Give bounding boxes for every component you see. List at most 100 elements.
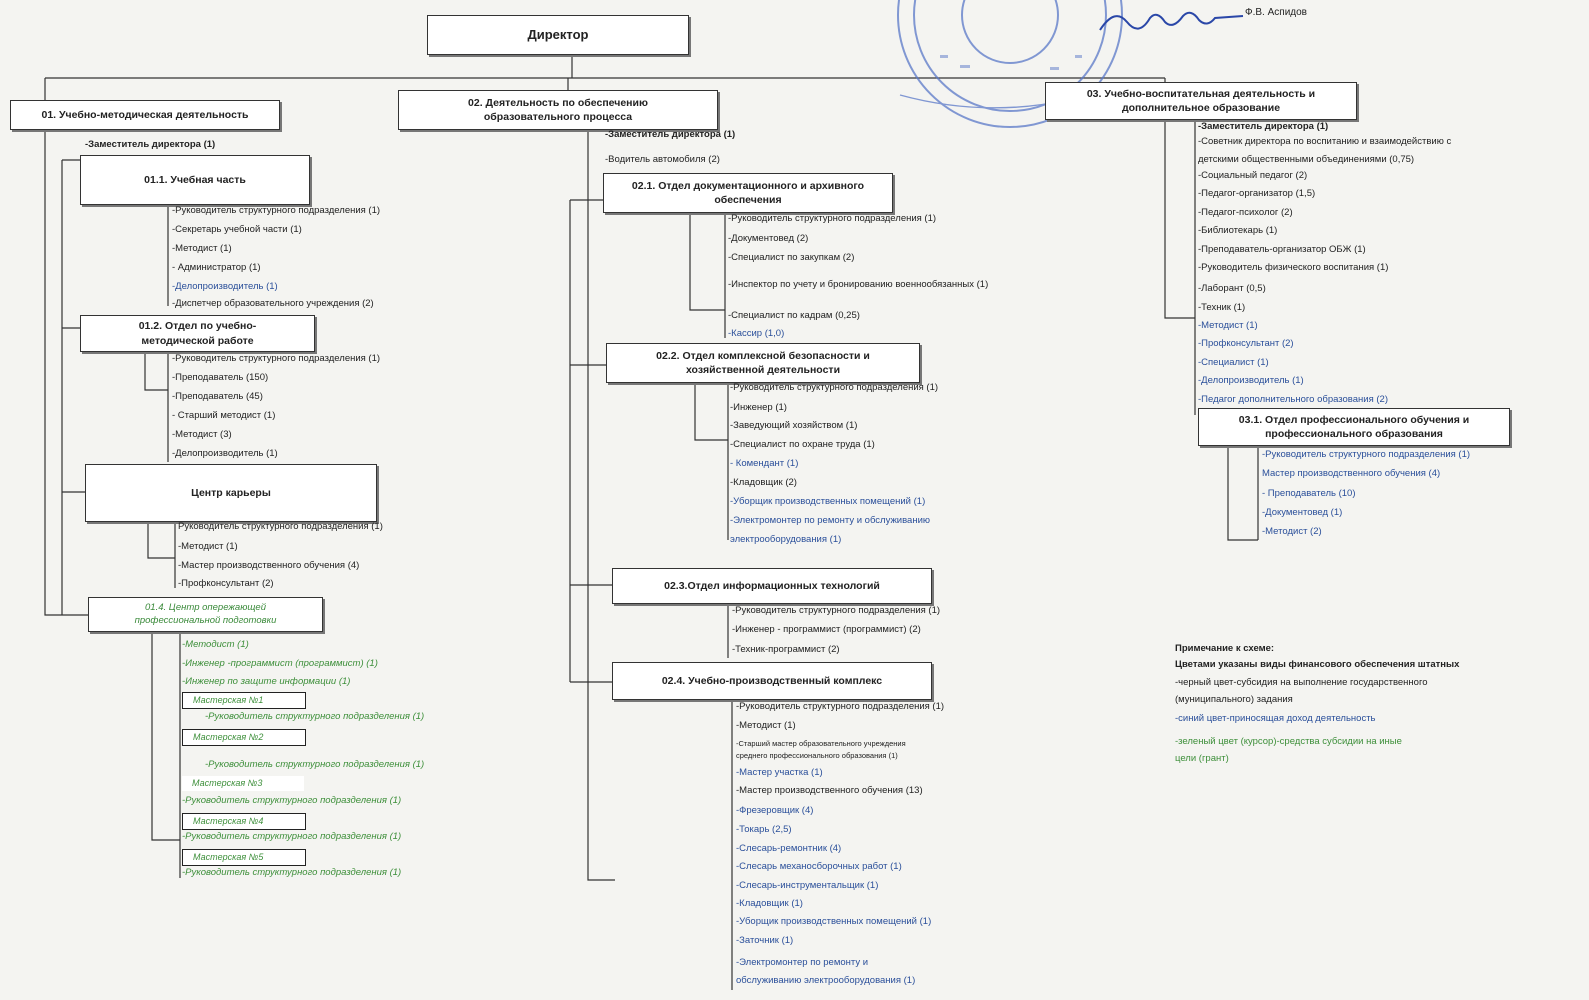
unit-01-2-box: 01.2. Отдел по учебно-методической работ… [80, 315, 315, 352]
unit-02-4-box: 02.4. Учебно-производственный комплекс [612, 662, 932, 700]
dept02-title: 02. Деятельность по обеспечению образова… [468, 96, 648, 123]
workshop-box: Мастерская №3 [182, 776, 304, 791]
list-item: -Инженер по защите информации (1) [182, 676, 351, 687]
signer-name: Ф.В. Аспидов [1245, 7, 1307, 18]
list-item: -Токарь (2,5) [736, 824, 792, 835]
list-item: -Уборщик производственных помещений (1) [730, 496, 926, 507]
list-item: -Делопроизводитель (1) [172, 448, 278, 459]
list-item: -Библиотекарь (1) [1198, 225, 1278, 236]
list-item: -Фрезеровщик (4) [736, 805, 814, 816]
list-item: -Преподаватель (150) [172, 372, 269, 383]
list-item: -Слесарь-ремонтник (4) [736, 843, 842, 854]
workshop-box: Мастерская №4 [182, 813, 306, 830]
unit-01-2-title: 01.2. Отдел по учебно-методической работ… [138, 320, 257, 347]
unit-02-2-box: 02.2. Отдел комплексной безопасности и х… [606, 343, 920, 383]
workshop-head: -Руководитель структурного подразделения… [182, 867, 402, 878]
dept01-title: 01. Учебно-методическая деятельность [41, 108, 249, 121]
list-item: -Профконсультант (2) [1198, 338, 1294, 349]
unit-01-1-box: 01.1. Учебная часть [80, 155, 310, 205]
note-green-line1: -зеленый цвет (курсор)-средства субсидии… [1175, 736, 1402, 747]
list-item: -Электромонтер по ремонту и обслуживанию [730, 515, 931, 526]
list-item: -Педагог дополнительного образования (2) [1198, 394, 1388, 405]
unit-02-4-title: 02.4. Учебно-производственный комплекс [661, 674, 883, 687]
dept03-title: 03. Учебно-воспитательная деятельность и… [1086, 87, 1316, 114]
unit-03-1-title: 03.1. Отдел профессионального обучения и… [1238, 413, 1470, 440]
list-item: -Документовед (1) [1262, 507, 1343, 518]
list-item: -Уборщик производственных помещений (1) [736, 916, 932, 927]
list-item: -Преподаватель (45) [172, 391, 263, 402]
unit-01-4-box: 01.4. Центр опережающей профессиональной… [88, 597, 323, 632]
list-item: -Электромонтер по ремонту и [736, 957, 869, 968]
list-item: -Педагог-психолог (2) [1198, 207, 1293, 218]
dept02-deputy: -Заместитель директора (1) [605, 129, 736, 140]
list-item: -Руководитель структурного подразделения… [172, 205, 381, 216]
list-item: -Специалист по кадрам (0,25) [728, 310, 860, 321]
list-item: -Делопроизводитель (1) [1198, 375, 1304, 386]
list-item: -Инженер -программист (программист) (1) [182, 658, 378, 669]
dept03-box: 03. Учебно-воспитательная деятельность и… [1045, 82, 1357, 120]
signature [1099, 11, 1244, 31]
list-item: -Мастер участка (1) [736, 767, 823, 778]
list-item: -Секретарь учебной части (1) [172, 224, 302, 235]
list-item: - Старший методист (1) [172, 410, 276, 421]
dept01-deputy: -Заместитель директора (1) [85, 139, 216, 150]
list-item: обслуживанию электрооборудования (1) [736, 975, 916, 986]
unit-01-4-title: 01.4. Центр опережающей профессиональной… [134, 601, 277, 626]
list-item: -Мастер производственного обучения (13) [736, 785, 923, 796]
list-item: -Методист (1) [182, 639, 249, 650]
list-item: -Заточник (1) [736, 935, 794, 946]
note-legend: Цветами указаны виды финансового обеспеч… [1175, 659, 1460, 670]
note-black-line1: -черный цвет-субсидия на выполнение госу… [1175, 677, 1428, 688]
list-item: -Социальный педагог (2) [1198, 170, 1308, 181]
list-item: детскими общественными объединениями (0,… [1198, 154, 1415, 165]
workshop-box: Мастерская №5 [182, 849, 306, 866]
list-item: -Руководитель физического воспитания (1) [1198, 262, 1389, 273]
dept02-driver: -Водитель автомобиля (2) [605, 154, 720, 165]
list-item: -Руководитель структурного подразделения… [172, 353, 381, 364]
list-item: -Специалист по охране труда (1) [730, 439, 875, 450]
workshop-box: Мастерская №2 [182, 729, 306, 746]
list-item: -Диспетчер образовательного учреждения (… [172, 298, 374, 309]
unit-02-2-title: 02.2. Отдел комплексной безопасности и х… [656, 349, 870, 376]
note-green-line2: цели (грант) [1175, 753, 1229, 764]
list-item: - Комендант (1) [730, 458, 799, 469]
list-item: -Советник директора по воспитанию и взаи… [1198, 136, 1452, 147]
list-item: - Преподаватель (10) [1262, 488, 1356, 499]
list-item: -Мастер производственного обучения (4) [178, 560, 360, 571]
list-item: -Кладовщик (1) [736, 898, 803, 909]
unit-02-1-box: 02.1. Отдел документационного и архивног… [603, 173, 893, 213]
list-item: -Методист (1) [736, 720, 796, 731]
unit-03-1-box: 03.1. Отдел профессионального обучения и… [1198, 408, 1510, 446]
list-item: -Руководитель структурного подразделения… [732, 605, 941, 616]
list-item: Мастер производственного обучения (4) [1262, 468, 1441, 479]
workshop-head: -Руководитель структурного подразделения… [205, 759, 425, 770]
note-blue: -синий цвет-приносящая доход деятельност… [1175, 713, 1376, 724]
note-black-line2: (муниципального) задания [1175, 694, 1293, 705]
list-item: -Лаборант (0,5) [1198, 283, 1266, 294]
list-item: электрооборудования (1) [730, 534, 842, 545]
director-box: Директор [427, 15, 689, 55]
unit-02-3-box: 02.3.Отдел информационных технологий [612, 568, 932, 604]
list-item: среднего профессионального образования (… [736, 751, 898, 760]
dept02-box: 02. Деятельность по обеспечению образова… [398, 90, 718, 130]
list-item: -Руководитель структурного подразделения… [736, 701, 945, 712]
list-item: -Специалист (1) [1198, 357, 1269, 368]
list-item: -Инженер (1) [730, 402, 787, 413]
list-item: -Руководитель структурного подразделения… [1262, 449, 1471, 460]
unit-02-3-title: 02.3.Отдел информационных технологий [664, 579, 880, 592]
list-item: -Руководитель структурного подразделения… [728, 213, 937, 224]
list-item: -Документовед (2) [728, 233, 809, 244]
list-item: -Методист (3) [172, 429, 232, 440]
unit-02-1-title: 02.1. Отдел документационного и архивног… [631, 179, 865, 206]
list-item: -Слесарь механосборочных работ (1) [736, 861, 902, 872]
note-heading: Примечание к схеме: [1175, 643, 1275, 654]
list-item: -Делопроизводитель (1) [172, 281, 278, 292]
unit-01-3-box: Центр карьеры [85, 464, 377, 522]
workshop-head: -Руководитель структурного подразделения… [182, 795, 402, 806]
director-label: Директор [527, 27, 589, 43]
list-item: -Техник (1) [1198, 302, 1246, 313]
list-item: -Методист (1) [172, 243, 232, 254]
list-item: Руководитель структурного подразделения … [178, 521, 383, 532]
workshop-box: Мастерская №1 [182, 692, 306, 709]
